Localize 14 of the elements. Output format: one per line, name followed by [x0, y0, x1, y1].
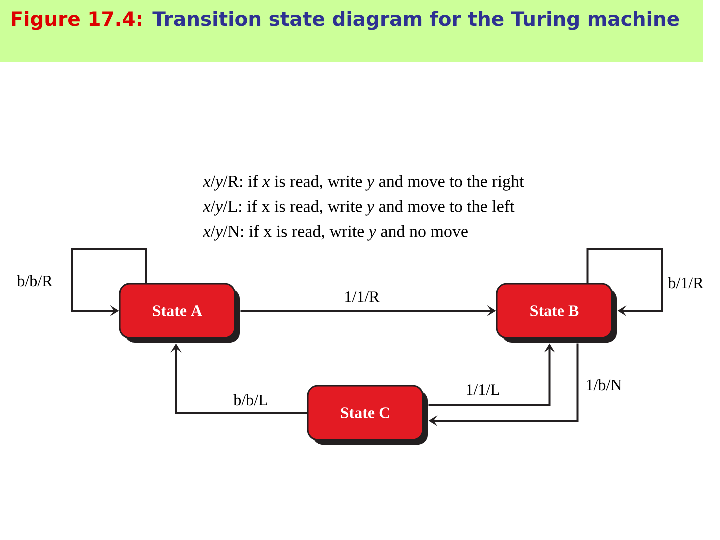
edge-label: b/1/R [667, 276, 705, 290]
note-text: x/y/N: if x is read, write y and no move [203, 225, 468, 241]
title-banner: Figure 17.4: Transition state diagram for the Turing machine [0, 0, 703, 62]
state-box: State A [119, 283, 240, 343]
arrow [586, 248, 663, 317]
state-box: State B [496, 283, 617, 343]
note-text: x/y/L: if x is read, write y and move to the left [203, 200, 515, 216]
note-text: x/y/R: if x is read, write y and move to the right [203, 175, 524, 191]
edge-label: 1/b/N [584, 378, 624, 392]
edge-label: 1/1/L [464, 384, 502, 396]
state-box: State C [307, 385, 428, 445]
edge-label: b/b/R [16, 274, 54, 288]
edge-label: b/b/L [232, 393, 270, 407]
edge-label: 1/1/R [343, 290, 381, 304]
